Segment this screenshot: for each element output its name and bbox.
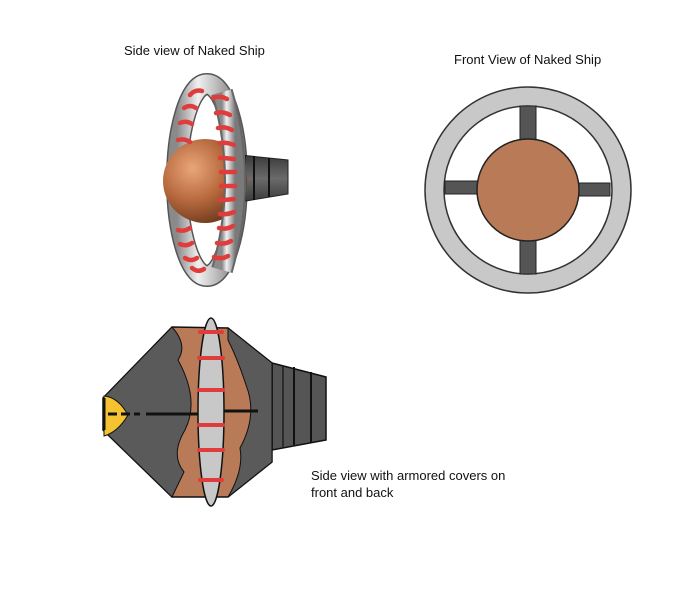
armored-ring — [197, 317, 225, 507]
front-view-caption: Front View of Naked Ship — [454, 52, 602, 67]
front-view-illustration — [424, 86, 632, 294]
center-axis — [102, 398, 258, 430]
back-armor-cover — [227, 326, 273, 498]
armored-view-illustration — [102, 317, 327, 507]
armored-view-caption: Side view with armored covers on front a… — [311, 468, 506, 500]
engine-cone — [239, 154, 289, 203]
side-view-caption: Side view of Naked Ship — [124, 43, 265, 58]
front-armor-cover — [102, 326, 192, 498]
armored-engine — [271, 362, 327, 451]
side-view-illustration — [163, 73, 289, 287]
central-hull — [476, 138, 580, 242]
ring-stripes — [175, 88, 238, 273]
armored-ring-stripes — [197, 330, 225, 482]
